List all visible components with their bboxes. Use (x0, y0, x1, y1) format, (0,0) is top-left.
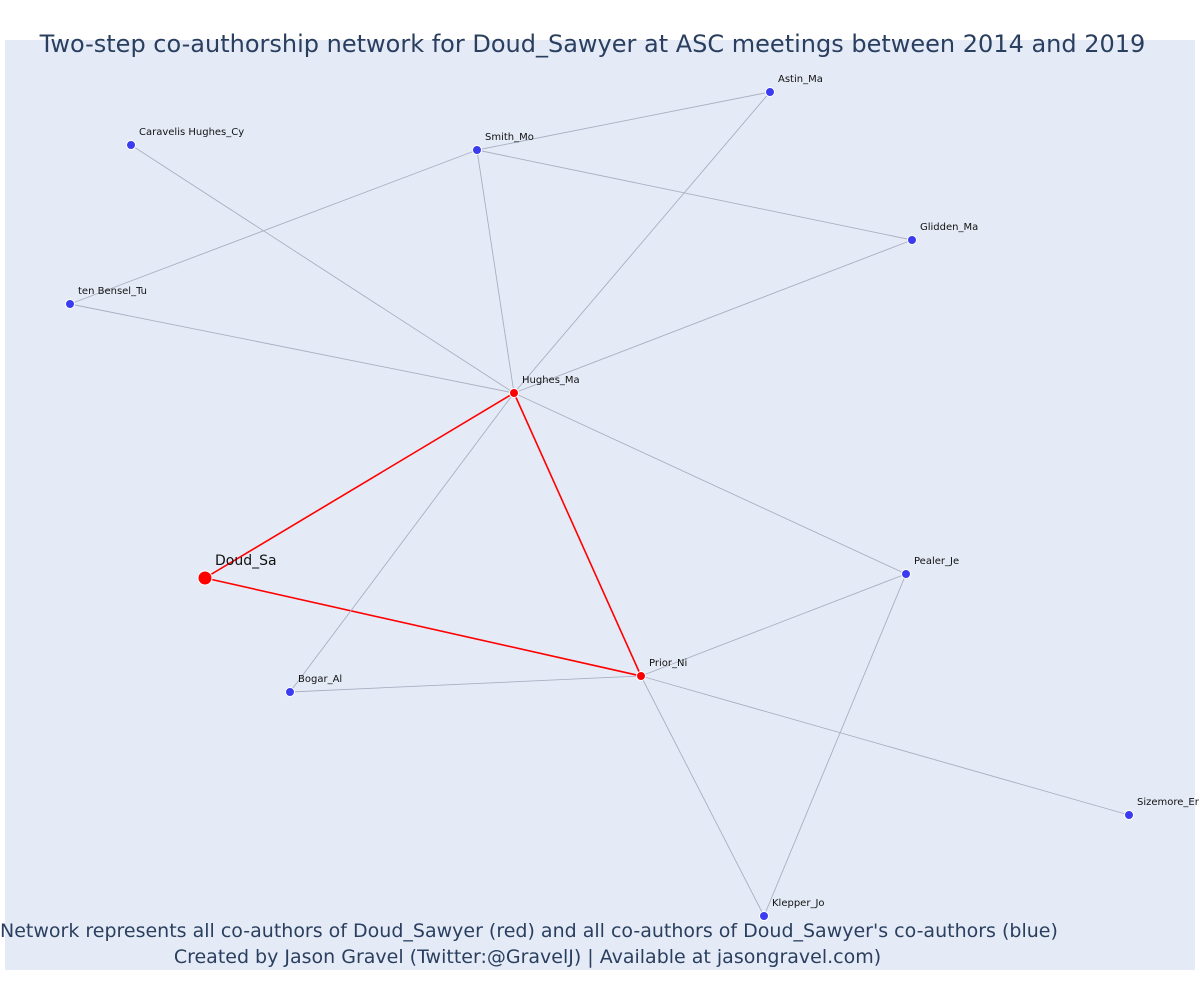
node-label-glidden-ma: Glidden_Ma (920, 222, 978, 233)
node-label-bogar-al: Bogar_Al (298, 674, 342, 685)
node-label-klepper-jo: Klepper_Jo (772, 898, 825, 909)
edge-hughes-ma-bogar-al (289, 392, 515, 693)
edge-prior-ni-bogar-al (289, 675, 642, 693)
edge-prior-ni-sizemore-er (640, 675, 1130, 816)
node-label-ten-bensel-tu: ten Bensel_Tu (78, 286, 147, 297)
edge-hughes-ma-caravelis-hughes-cy (130, 144, 515, 394)
edge-prior-ni-klepper-jo (640, 675, 765, 917)
edge-doud-sa-hughes-ma (204, 392, 515, 579)
node-caravelis-hughes-cy[interactable] (126, 140, 136, 150)
node-label-hughes-ma: Hughes_Ma (522, 375, 580, 386)
chart-title: Two-step co-authorship network for Doud_… (39, 30, 1146, 58)
plot-area (5, 40, 1195, 970)
node-prior-ni[interactable] (636, 671, 646, 681)
edge-smith-mo-astin-ma (476, 91, 771, 151)
node-label-caravelis-hughes-cy: Caravelis Hughes_Cy (139, 127, 244, 138)
edges-layer (69, 91, 1130, 917)
edge-doud-sa-prior-ni (204, 577, 642, 677)
node-label-doud-sa: Doud_Sa (215, 553, 277, 569)
node-bogar-al[interactable] (285, 687, 295, 697)
edge-hughes-ma-smith-mo (476, 149, 515, 394)
node-pealer-je[interactable] (901, 569, 911, 579)
caption-line-2: Created by Jason Gravel (Twitter:@Gravel… (173, 946, 882, 968)
node-label-prior-ni: Prior_Ni (649, 658, 687, 669)
caption-line-1: Network represents all co-authors of Dou… (0, 920, 1058, 942)
node-klepper-jo[interactable] (759, 911, 769, 921)
node-label-smith-mo: Smith_Mo (485, 132, 534, 143)
edge-hughes-ma-glidden-ma (513, 239, 913, 394)
node-smith-mo[interactable] (472, 145, 482, 155)
node-doud-sa[interactable] (197, 570, 213, 586)
edge-pealer-je-klepper-jo (763, 573, 907, 917)
chart-caption: Network represents all co-authors of Dou… (0, 918, 1058, 970)
edge-smith-mo-ten-bensel-tu (69, 149, 478, 305)
node-astin-ma[interactable] (765, 87, 775, 97)
node-glidden-ma[interactable] (907, 235, 917, 245)
node-label-sizemore-er: Sizemore_Er (1137, 797, 1200, 808)
edge-smith-mo-glidden-ma (476, 149, 913, 241)
node-label-pealer-je: Pealer_Je (914, 556, 959, 567)
node-sizemore-er[interactable] (1124, 810, 1134, 820)
node-label-astin-ma: Astin_Ma (778, 74, 823, 85)
nodes-layer (65, 87, 1134, 921)
node-hughes-ma[interactable] (509, 388, 519, 398)
edge-hughes-ma-astin-ma (513, 91, 771, 394)
edge-hughes-ma-ten-bensel-tu (69, 303, 515, 394)
node-ten-bensel-tu[interactable] (65, 299, 75, 309)
edge-hughes-ma-pealer-je (513, 392, 907, 575)
edge-hughes-ma-prior-ni (513, 392, 642, 677)
edge-prior-ni-pealer-je (640, 573, 907, 677)
